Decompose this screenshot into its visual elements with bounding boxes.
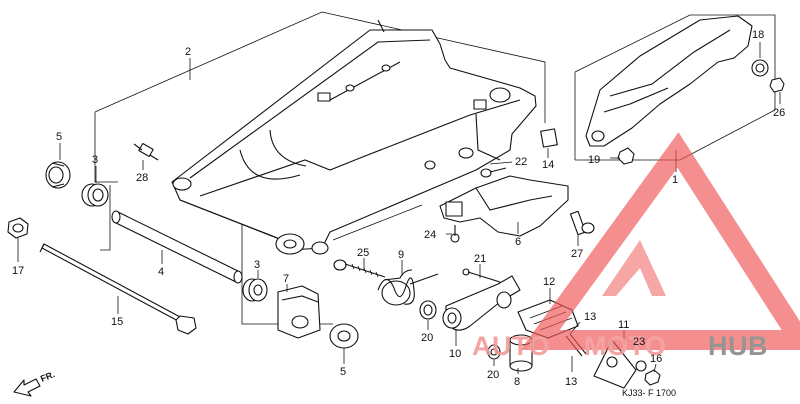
callout-25: 25	[357, 247, 369, 259]
grommet-18	[751, 59, 769, 77]
bushing-left	[81, 183, 109, 207]
callout-18: 18	[752, 29, 764, 41]
guard-bolt	[480, 167, 507, 178]
guide-screw	[450, 225, 460, 243]
dust-seal-right	[329, 323, 359, 349]
callout-3b: 3	[254, 259, 260, 271]
chain-tensioner-arm	[442, 275, 521, 331]
callout-6: 6	[515, 236, 521, 248]
watermark-word-hub: HUB	[708, 331, 768, 361]
dust-seal-left	[45, 161, 71, 189]
callout-23: 23	[633, 336, 645, 348]
watermark-word-auto: AUTO	[472, 331, 550, 361]
stopper-plate	[593, 339, 637, 389]
callout-7: 7	[283, 273, 289, 285]
callout-8: 8	[514, 376, 520, 388]
watermark-word-moto: MOTO	[584, 331, 667, 361]
front-direction-indicator: FR.	[13, 369, 56, 397]
callout-11: 11	[618, 319, 629, 331]
callout-14: 14	[542, 159, 554, 171]
callout-28: 28	[136, 172, 148, 184]
callout-16: 16	[650, 353, 662, 365]
front-label: FR.	[39, 369, 56, 384]
callout-21: 21	[474, 253, 486, 265]
pivot-bolt	[39, 243, 197, 335]
spring-bolt	[333, 259, 386, 278]
callout-24: 24	[424, 229, 436, 241]
callout-9: 9	[398, 249, 404, 261]
pivot-nut	[7, 217, 29, 239]
chain-case-bolt	[569, 210, 595, 236]
watermark-inner-mark	[602, 240, 666, 296]
callout-27: 27	[571, 248, 583, 260]
callout-2: 2	[185, 46, 191, 58]
stopper-bolt	[462, 268, 501, 283]
nut-16	[644, 369, 661, 386]
callout-5: 5	[56, 131, 62, 143]
callout-19: 19	[588, 154, 600, 166]
watermark-logo: AUTO MOTO HUB	[472, 132, 800, 361]
caution-label	[540, 128, 558, 148]
callout-3: 3	[92, 154, 98, 166]
callout-13: 13	[584, 311, 596, 323]
callout-22: 22	[515, 156, 527, 168]
callout-17: 17	[12, 265, 24, 277]
return-spring	[377, 269, 439, 306]
diagram-code: KJ33- F 1700	[622, 388, 676, 398]
swingarm	[171, 19, 537, 255]
callout-13b: 13	[565, 376, 577, 388]
callout-26: 26	[773, 107, 785, 119]
callout-20b: 20	[487, 369, 499, 381]
bolt-26	[769, 77, 785, 93]
grease-nipple	[133, 142, 159, 161]
watermark-triangle	[520, 132, 800, 350]
chain-guide	[439, 175, 569, 237]
callout-1: 1	[672, 174, 678, 186]
pivot-bushing-block	[277, 285, 321, 339]
callout-20: 20	[421, 332, 433, 344]
case-bolt-19	[617, 147, 635, 165]
callout-15: 15	[111, 316, 123, 328]
pivot-collar-tube	[111, 210, 243, 284]
bushing-right	[242, 278, 268, 302]
collar-lower	[487, 344, 501, 360]
washer-23	[635, 360, 647, 372]
callout-4: 4	[158, 266, 164, 278]
callout-10: 10	[449, 348, 461, 360]
drive-chain-case	[585, 15, 753, 147]
callout-5b: 5	[340, 366, 346, 378]
callout-numbers: 2 5 3 28 17 4 15 3 7 5 25 9 21 22 14 6 2…	[12, 29, 785, 388]
callout-12: 12	[543, 276, 555, 288]
collar-upper	[419, 300, 437, 320]
